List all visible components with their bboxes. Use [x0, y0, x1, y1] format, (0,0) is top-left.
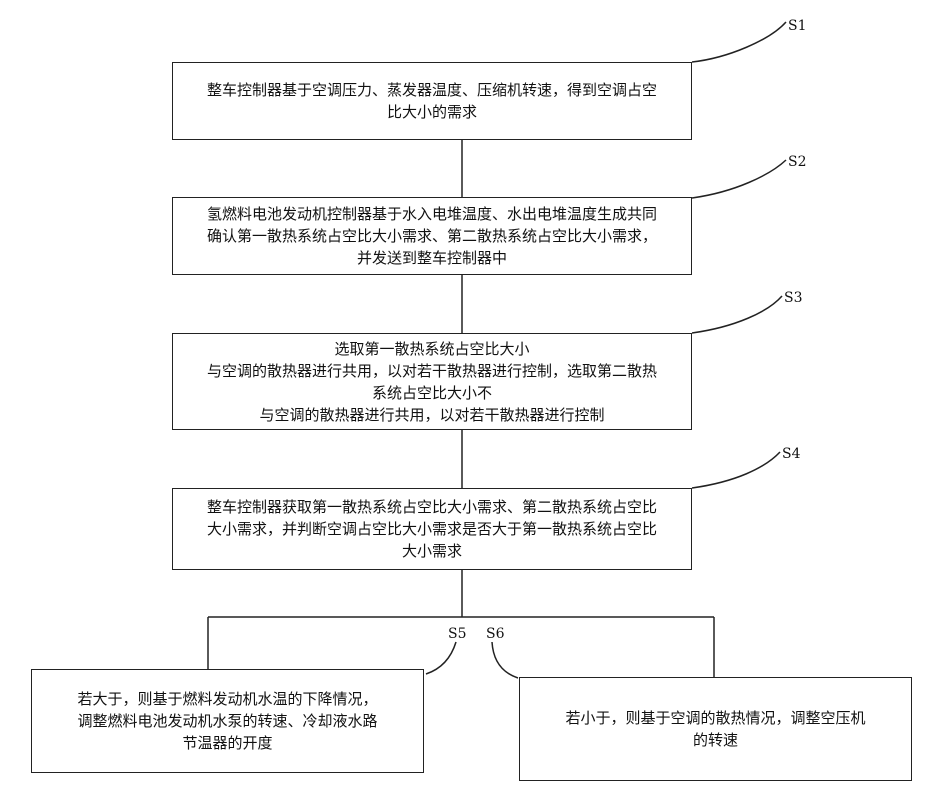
- step-label-s3: S3: [784, 290, 803, 306]
- leader-s1: [692, 22, 786, 62]
- step-label-s1: S1: [788, 18, 807, 34]
- step-s3-line-4: 与空调的散热器进行共用，以对若干散热器进行控制: [259, 404, 604, 426]
- leader-s6: [492, 642, 518, 678]
- step-s5-line-3: 节温器的开度: [182, 732, 272, 754]
- step-box-s2: 氢燃料电池发动机控制器基于水入电堆温度、水出电堆温度生成共同 确认第一散热系统占…: [172, 197, 692, 275]
- step-s4-line-2: 大小需求，并判断空调占空比大小需求是否大于第一散热系统占空比: [207, 518, 657, 540]
- step-box-s3: 选取第一散热系统占空比大小 与空调的散热器进行共用，以对若干散热器进行控制，选取…: [172, 333, 692, 430]
- step-label-s4: S4: [782, 446, 801, 462]
- step-box-s6: 若小于，则基于空调的散热情况，调整空压机 的转速: [519, 677, 912, 781]
- step-s6-line-2: 的转速: [693, 729, 738, 751]
- step-s3-line-3: 系统占空比大小不: [372, 382, 492, 404]
- step-box-s5: 若大于，则基于燃料发动机水温的下降情况， 调整燃料电池发动机水泵的转速、冷却液水…: [31, 669, 424, 773]
- step-box-s4: 整车控制器获取第一散热系统占空比大小需求、第二散热系统占空比 大小需求，并判断空…: [172, 488, 692, 570]
- step-s5-line-1: 若大于，则基于燃料发动机水温的下降情况，: [77, 688, 377, 710]
- step-s1-line-1: 整车控制器基于空调压力、蒸发器温度、压缩机转速，得到空调占空: [207, 79, 657, 101]
- step-label-s2: S2: [788, 154, 807, 170]
- step-box-s1: 整车控制器基于空调压力、蒸发器温度、压缩机转速，得到空调占空 比大小的需求: [172, 62, 692, 140]
- step-s3-line-2: 与空调的散热器进行共用，以对若干散热器进行控制，选取第二散热: [207, 360, 657, 382]
- leader-s3: [692, 296, 782, 333]
- step-s2-line-2: 确认第一散热系统占空比大小需求、第二散热系统占空比大小需求，: [207, 225, 657, 247]
- step-s4-line-3: 大小需求: [402, 540, 462, 562]
- step-s2-line-3: 并发送到整车控制器中: [357, 247, 507, 269]
- step-s2-line-1: 氢燃料电池发动机控制器基于水入电堆温度、水出电堆温度生成共同: [207, 203, 657, 225]
- step-s6-line-1: 若小于，则基于空调的散热情况，调整空压机: [565, 707, 865, 729]
- step-label-s6: S6: [486, 626, 505, 642]
- leader-s2: [692, 160, 786, 198]
- step-s3-line-1: 选取第一散热系统占空比大小: [334, 338, 529, 360]
- step-s4-line-1: 整车控制器获取第一散热系统占空比大小需求、第二散热系统占空比: [207, 496, 657, 518]
- leader-s5: [426, 642, 456, 674]
- step-s1-line-2: 比大小的需求: [387, 101, 477, 123]
- step-label-s5: S5: [448, 626, 467, 642]
- step-s5-line-2: 调整燃料电池发动机水泵的转速、冷却液水路: [77, 710, 377, 732]
- leader-s4: [692, 452, 780, 488]
